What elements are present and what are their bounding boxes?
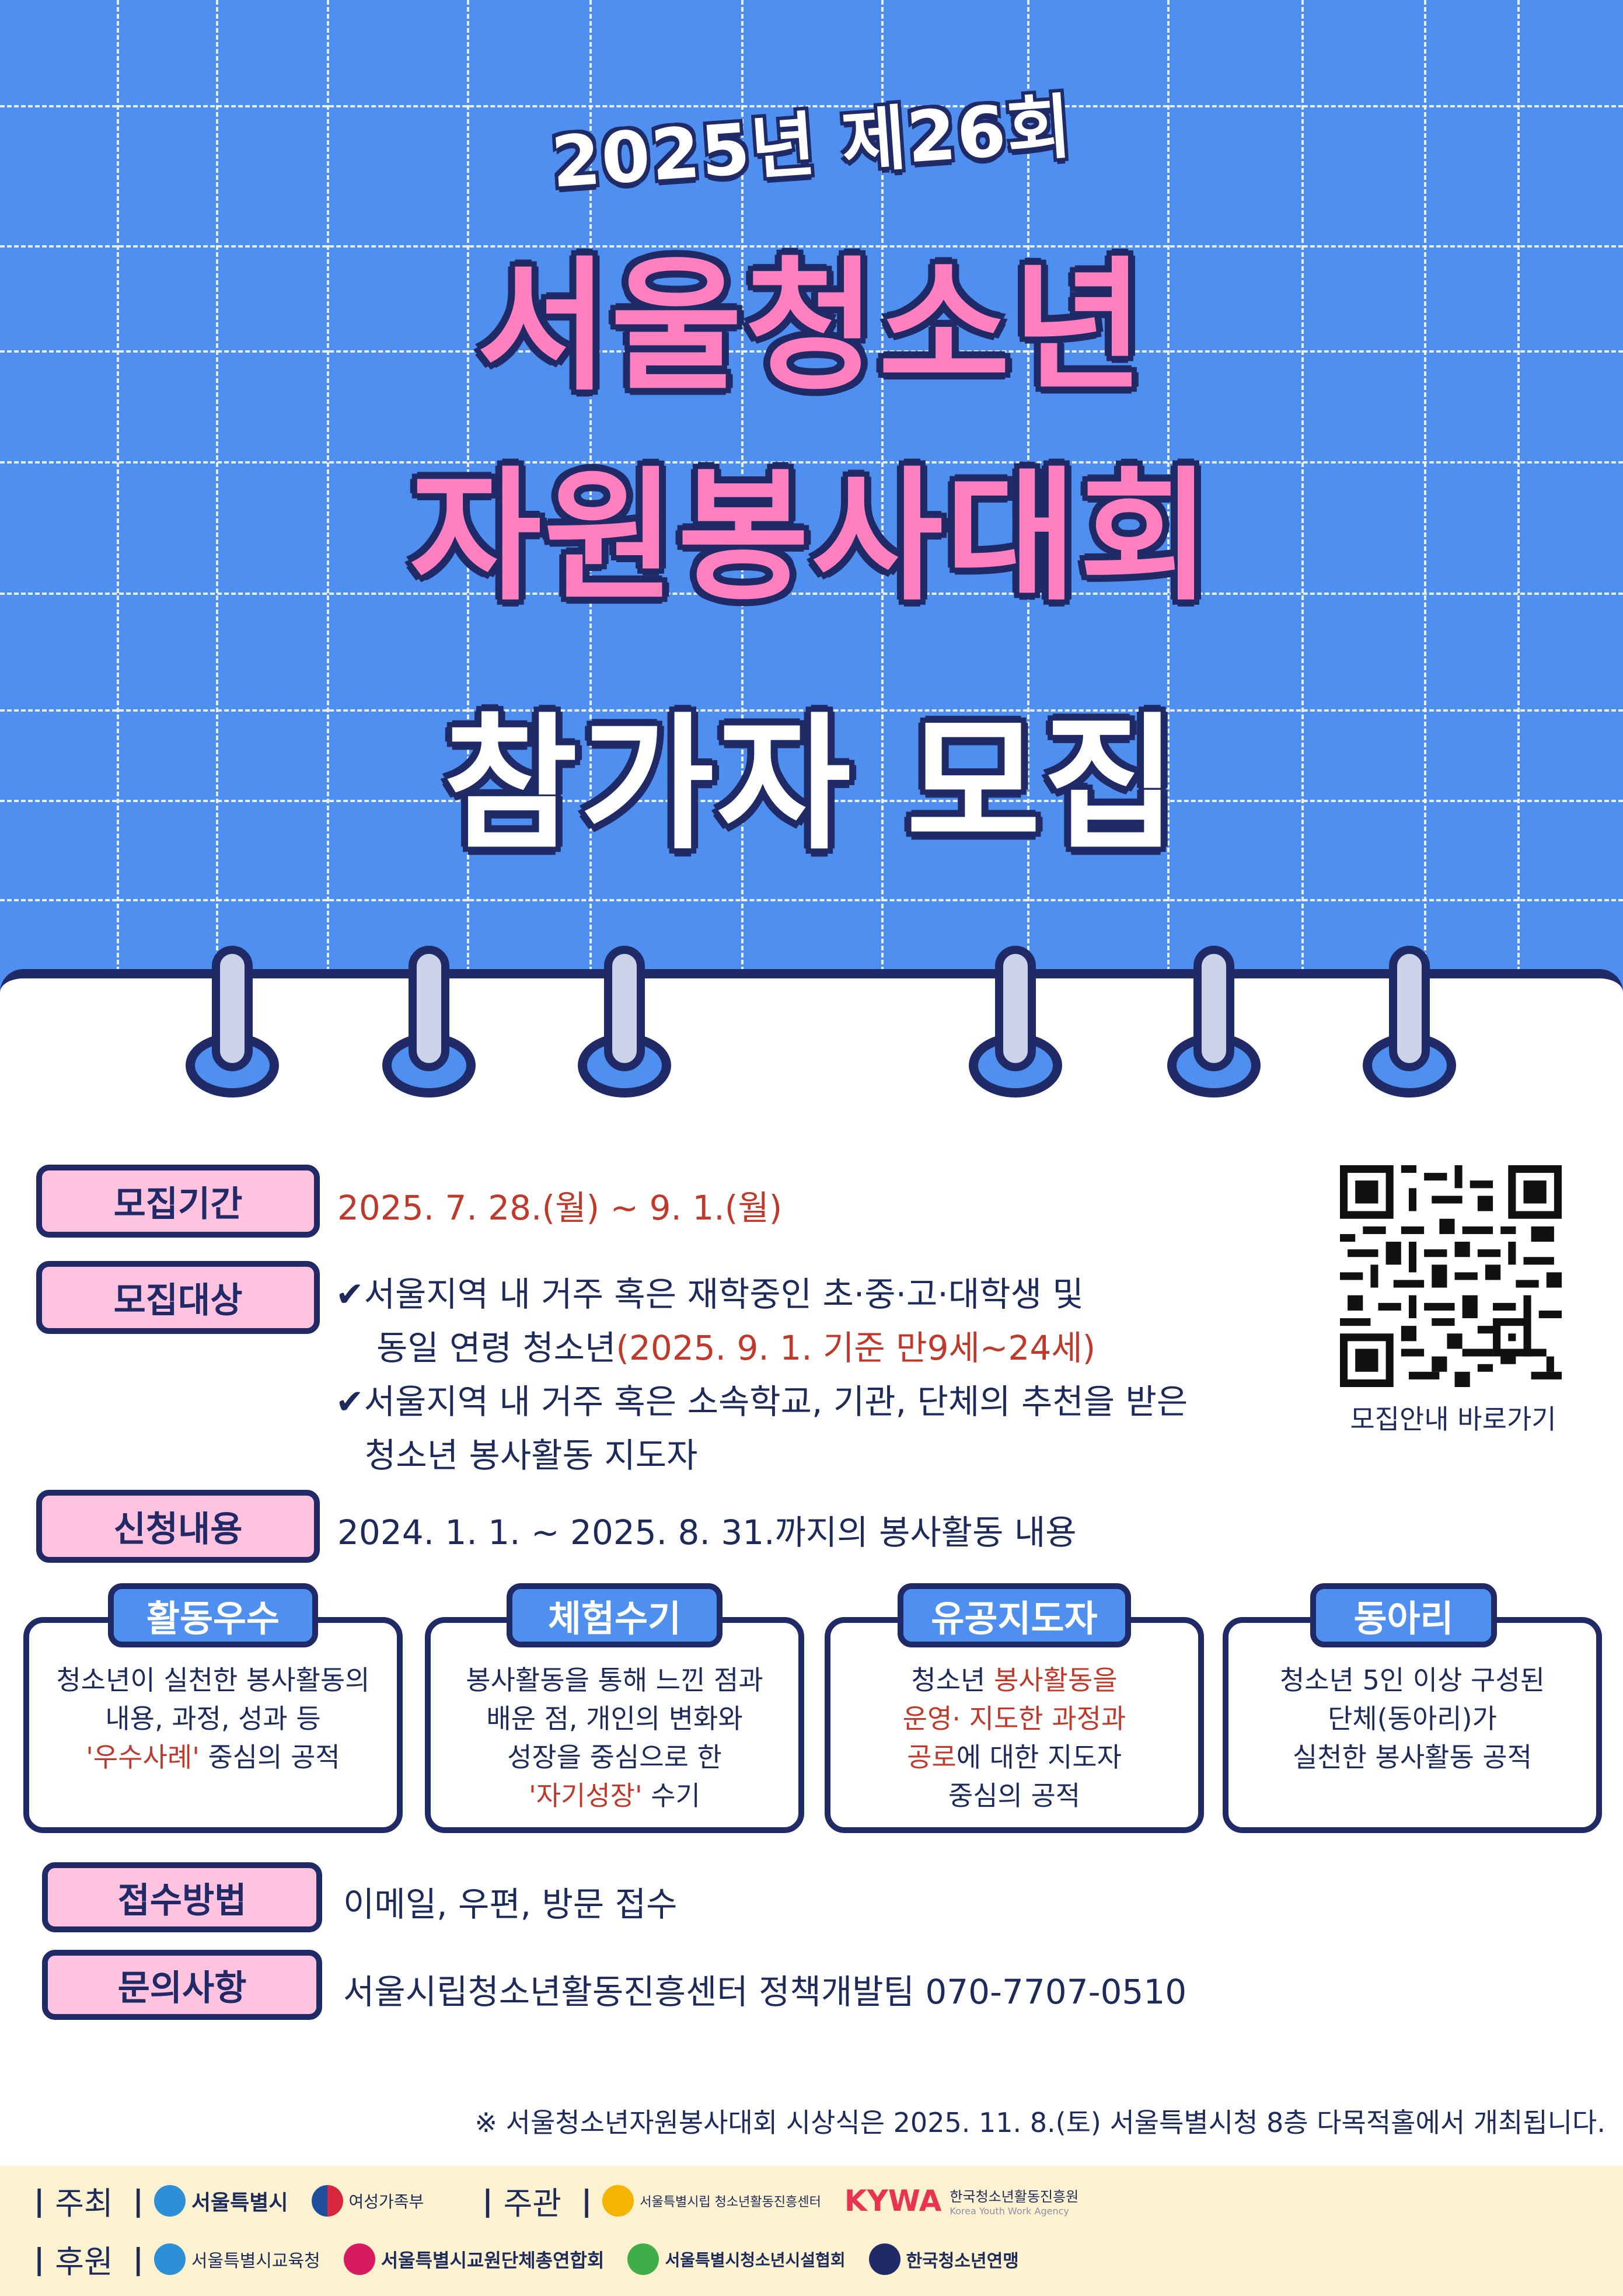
main-title-line1: 서울청소년 — [477, 243, 1146, 410]
grid-line — [1517, 0, 1520, 992]
seoul-logo-icon — [153, 2184, 186, 2217]
category-desc-leader: 청소년 봉사활동을 운영· 지도한 과정과 공로에 대한 지도자 중심의 공적 — [902, 1664, 1126, 1811]
target-item-2-line2: 청소년 봉사활동 지도자 — [365, 1436, 698, 1475]
grid-line — [216, 0, 218, 992]
grid-line — [881, 0, 884, 992]
org-education-office: 서울특별시교육청 — [153, 2243, 320, 2275]
target-item-1-line2: 동일 연령 청소년(2025. 9. 1. 기준 만9세~24세) — [376, 1328, 1096, 1368]
kywa-logo: KYWA — [844, 2183, 942, 2218]
org-seoul: 서울특별시 — [153, 2184, 288, 2217]
grid-line — [0, 461, 1623, 464]
grid-line — [741, 0, 744, 992]
period-value: 2025. 7. 28.(월) ~ 9. 1.(월) — [337, 1188, 783, 1228]
youth-federation-logo-icon — [868, 2243, 900, 2275]
grid-line — [589, 0, 592, 992]
target-item-1-line1: ✔서울지역 내 거주 혹은 재학중인 초·중·고·대학생 및 — [336, 1274, 1084, 1314]
qr-caption[interactable]: 모집안내 바로가기 — [1350, 1403, 1556, 1435]
method-value: 이메일, 우편, 방문 접수 — [343, 1884, 678, 1924]
sponsor-row: |후원| 서울특별시교육청 서울특별시교원단체총연합회 서울특별시청소년시설협회… — [23, 2236, 1042, 2282]
spiral-ring-icon — [186, 946, 279, 1098]
contact-value: 서울시립청소년활동진흥센터 정책개발팀 070-7707-0510 — [343, 1972, 1187, 2012]
category-card-essay — [425, 1617, 804, 1833]
grid-line — [1301, 0, 1304, 992]
ceremony-notice: ※ 서울청소년자원봉사대회 시상식은 2025. 11. 8.(토) 서울특별시… — [474, 2107, 1605, 2138]
grid-line — [327, 0, 329, 992]
organizer-label: 주관 — [503, 2185, 561, 2222]
grid-line — [0, 105, 1623, 107]
sponsor-label: 후원 — [55, 2243, 113, 2280]
education-office-logo-icon — [153, 2243, 186, 2275]
category-tag-club: 동아리 — [1310, 1583, 1497, 1647]
grid-line — [0, 800, 1623, 802]
grid-line — [0, 350, 1623, 353]
category-desc-club: 청소년 5인 이상 구성된 단체(동아리)가 실천한 봉사활동 공적 — [1279, 1664, 1545, 1773]
category-tag-leader: 유공지도자 — [898, 1583, 1131, 1647]
host-label: 주최 — [55, 2185, 113, 2222]
spiral-ring-icon — [578, 946, 671, 1098]
grid-line — [1424, 0, 1426, 992]
main-title-line3: 참가자 모집 — [443, 699, 1180, 869]
footer: |주최| 서울특별시 여성가족부 |주관| 서울특별시립 청소년활동진흥센터 K… — [0, 2166, 1623, 2296]
target-item-2-line1: ✔서울지역 내 거주 혹은 소속학교, 기관, 단체의 추천을 받은 — [336, 1382, 1188, 1422]
grid-line — [0, 899, 1623, 901]
spiral-ring-icon — [1363, 946, 1456, 1098]
spiral-ring-icon — [1167, 946, 1261, 1098]
grid-line — [467, 0, 469, 992]
method-label: 접수방법 — [42, 1862, 322, 1932]
org-teachers-federation: 서울특별시교원단체총연합회 — [343, 2243, 604, 2275]
category-desc-activity: 청소년이 실천한 봉사활동의 내용, 과정, 성과 등 '우수사례' 중심의 공… — [56, 1664, 370, 1773]
content-value: 2024. 1. 1. ~ 2025. 8. 31.까지의 봉사활동 내용 — [337, 1513, 1077, 1552]
period-label: 모집기간 — [36, 1165, 320, 1238]
org-youth-federation: 한국청소년연맹 — [868, 2243, 1019, 2275]
main-title-line2: 자원봉사대회 — [410, 454, 1213, 620]
taegeuk-logo-icon — [311, 2184, 343, 2217]
hero-banner: 2025년 제26회 서울청소년 자원봉사대회 참가자 모집 — [0, 0, 1623, 992]
teachers-federation-logo-icon — [343, 2243, 375, 2275]
host-row: |주최| 서울특별시 여성가족부 |주관| 서울특별시립 청소년활동진흥센터 K… — [23, 2177, 1102, 2224]
category-desc-essay: 봉사활동을 통해 느낀 점과 배운 점, 개인의 변화와 성장을 중심으로 한 … — [466, 1664, 763, 1811]
youth-facility-logo-icon — [627, 2243, 659, 2275]
grid-line — [1167, 0, 1170, 992]
org-youth-facility-assoc: 서울특별시청소년시설협회 — [627, 2243, 846, 2275]
spiral-ring-icon — [969, 946, 1062, 1098]
contact-label: 문의사항 — [42, 1950, 322, 2020]
content-label: 신청내용 — [36, 1490, 320, 1563]
category-tag-essay: 체험수기 — [507, 1583, 723, 1647]
youth-center-logo-icon — [602, 2184, 634, 2217]
qr-code[interactable] — [1340, 1165, 1562, 1387]
grid-line — [117, 0, 119, 992]
spiral-ring-icon — [382, 946, 476, 1098]
grid-line — [0, 593, 1623, 595]
grid-line — [0, 709, 1623, 712]
grid-line — [0, 245, 1623, 248]
target-label: 모집대상 — [36, 1261, 320, 1334]
grid-line — [1027, 0, 1029, 992]
org-mogef: 여성가족부 — [311, 2184, 424, 2217]
age-criteria: (2025. 9. 1. 기준 만9세~24세) — [616, 1328, 1096, 1368]
org-youth-center: 서울특별시립 청소년활동진흥센터 — [602, 2184, 821, 2217]
category-tag-activity: 활동우수 — [108, 1583, 318, 1647]
